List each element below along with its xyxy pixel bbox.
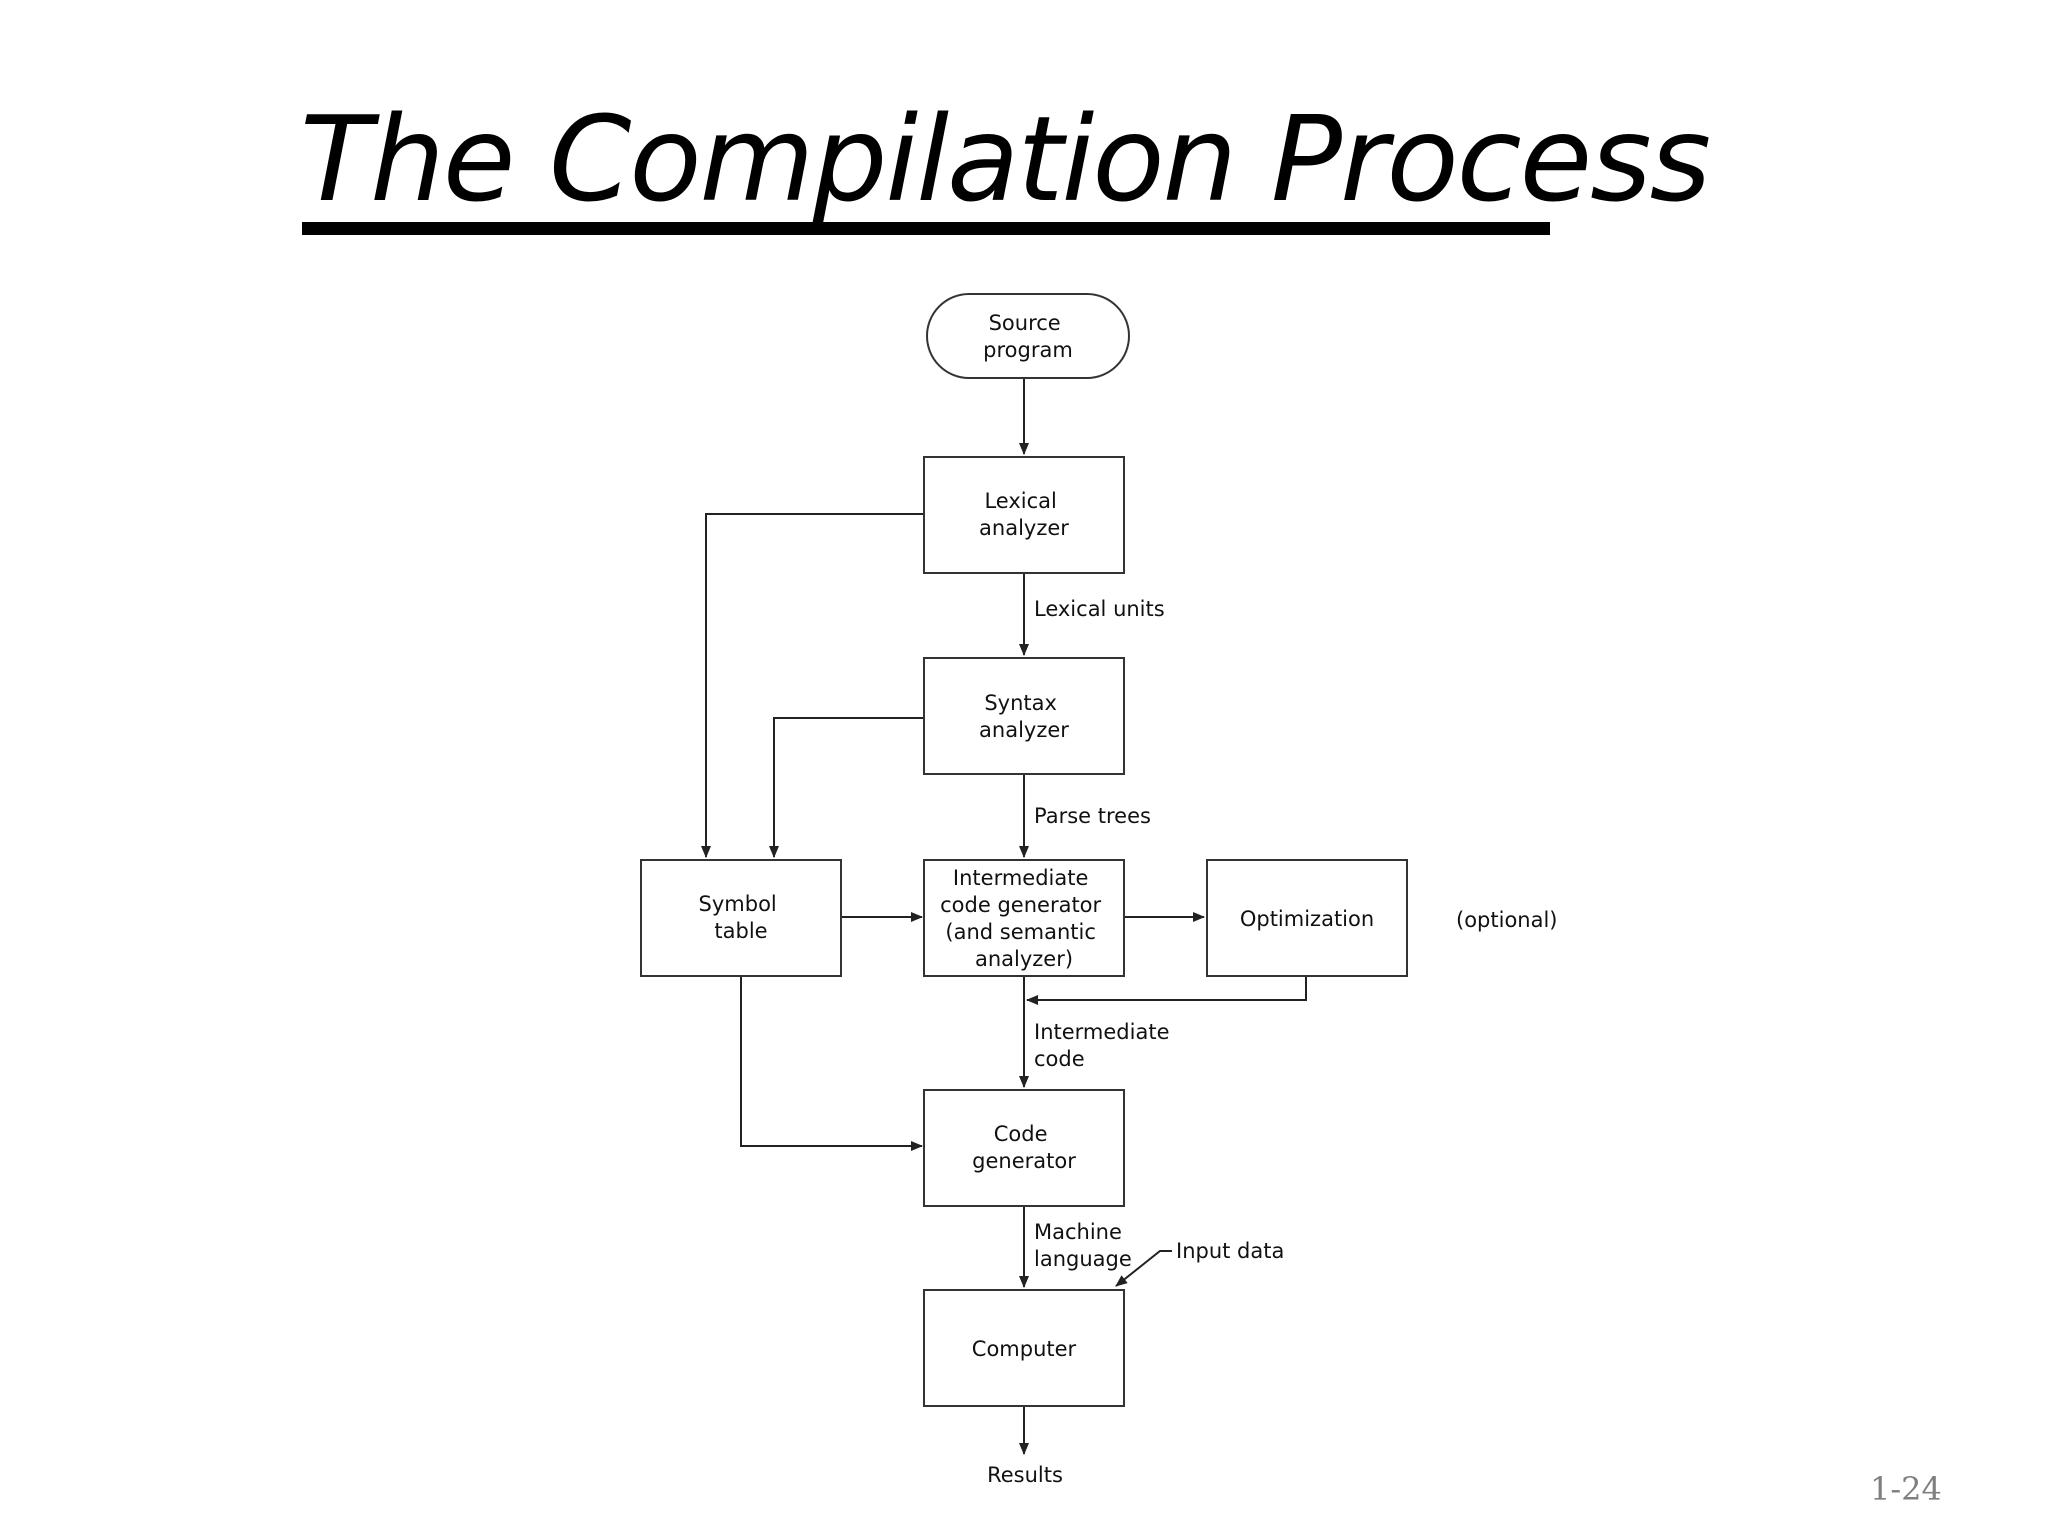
code-generator-label: Code generator <box>972 1122 1076 1173</box>
lexical-analyzer-label: Lexical analyzer <box>979 489 1069 540</box>
lexical-analyzer-node <box>923 456 1125 574</box>
parse-trees-label: Parse trees <box>1034 804 1151 828</box>
slide-title: The Compilation Process <box>300 90 1711 228</box>
page-number: 1-24 <box>1870 1470 1942 1508</box>
optional-label: (optional) <box>1456 908 1558 932</box>
symbol-table-label: Symbol table <box>699 892 784 943</box>
machine-language-label: Machine language <box>1034 1220 1132 1271</box>
symbol-table-node <box>640 859 842 977</box>
source-program-label: Source program <box>983 311 1073 362</box>
computer-node <box>923 1289 1125 1407</box>
results-label: Results <box>987 1463 1063 1487</box>
optimization-node <box>1206 859 1408 977</box>
source-program-node <box>926 293 1130 379</box>
intermediate-code-label: Intermediate code <box>1034 1020 1176 1071</box>
edge-syntax-to-symbol-table <box>769 717 924 858</box>
optimization-label: Optimization <box>1240 907 1374 931</box>
input-data-label: Input data <box>1176 1239 1284 1263</box>
syntax-analyzer-node <box>923 657 1125 775</box>
syntax-analyzer-label: Syntax analyzer <box>979 691 1069 742</box>
intermediate-code-generator-node <box>923 859 1125 977</box>
intermediate-code-generator-label: Intermediate code generator (and semanti… <box>940 866 1108 971</box>
title-underline <box>302 222 1550 235</box>
code-generator-node <box>923 1089 1125 1207</box>
edge-symbol-table-to-code-generator <box>740 975 923 1151</box>
computer-label: Computer <box>972 1337 1077 1361</box>
edge-input-data-to-computer <box>1115 1250 1172 1287</box>
lexical-units-label: Lexical units <box>1034 597 1165 621</box>
edge-lexical-to-symbol-table <box>701 513 924 858</box>
edge-optimization-back <box>1026 975 1307 1005</box>
